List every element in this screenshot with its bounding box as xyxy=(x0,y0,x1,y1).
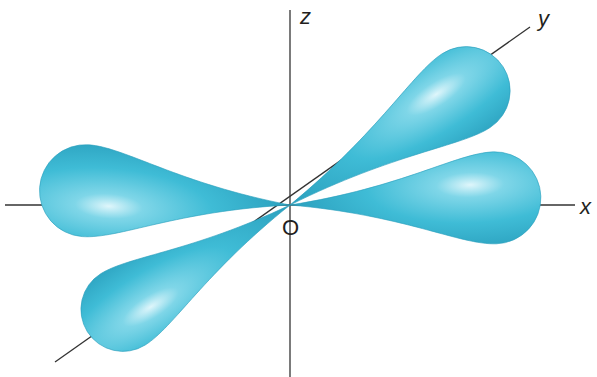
orbital-lobe xyxy=(65,169,312,367)
axis-label: z xyxy=(300,6,311,28)
orbital-lobe xyxy=(288,150,542,251)
orbital-lobes xyxy=(36,30,542,368)
axes xyxy=(5,10,575,377)
origin-label: O xyxy=(282,217,299,239)
axis-label: y xyxy=(538,8,549,30)
axis-label: x xyxy=(580,196,591,218)
z-axis xyxy=(289,10,290,377)
